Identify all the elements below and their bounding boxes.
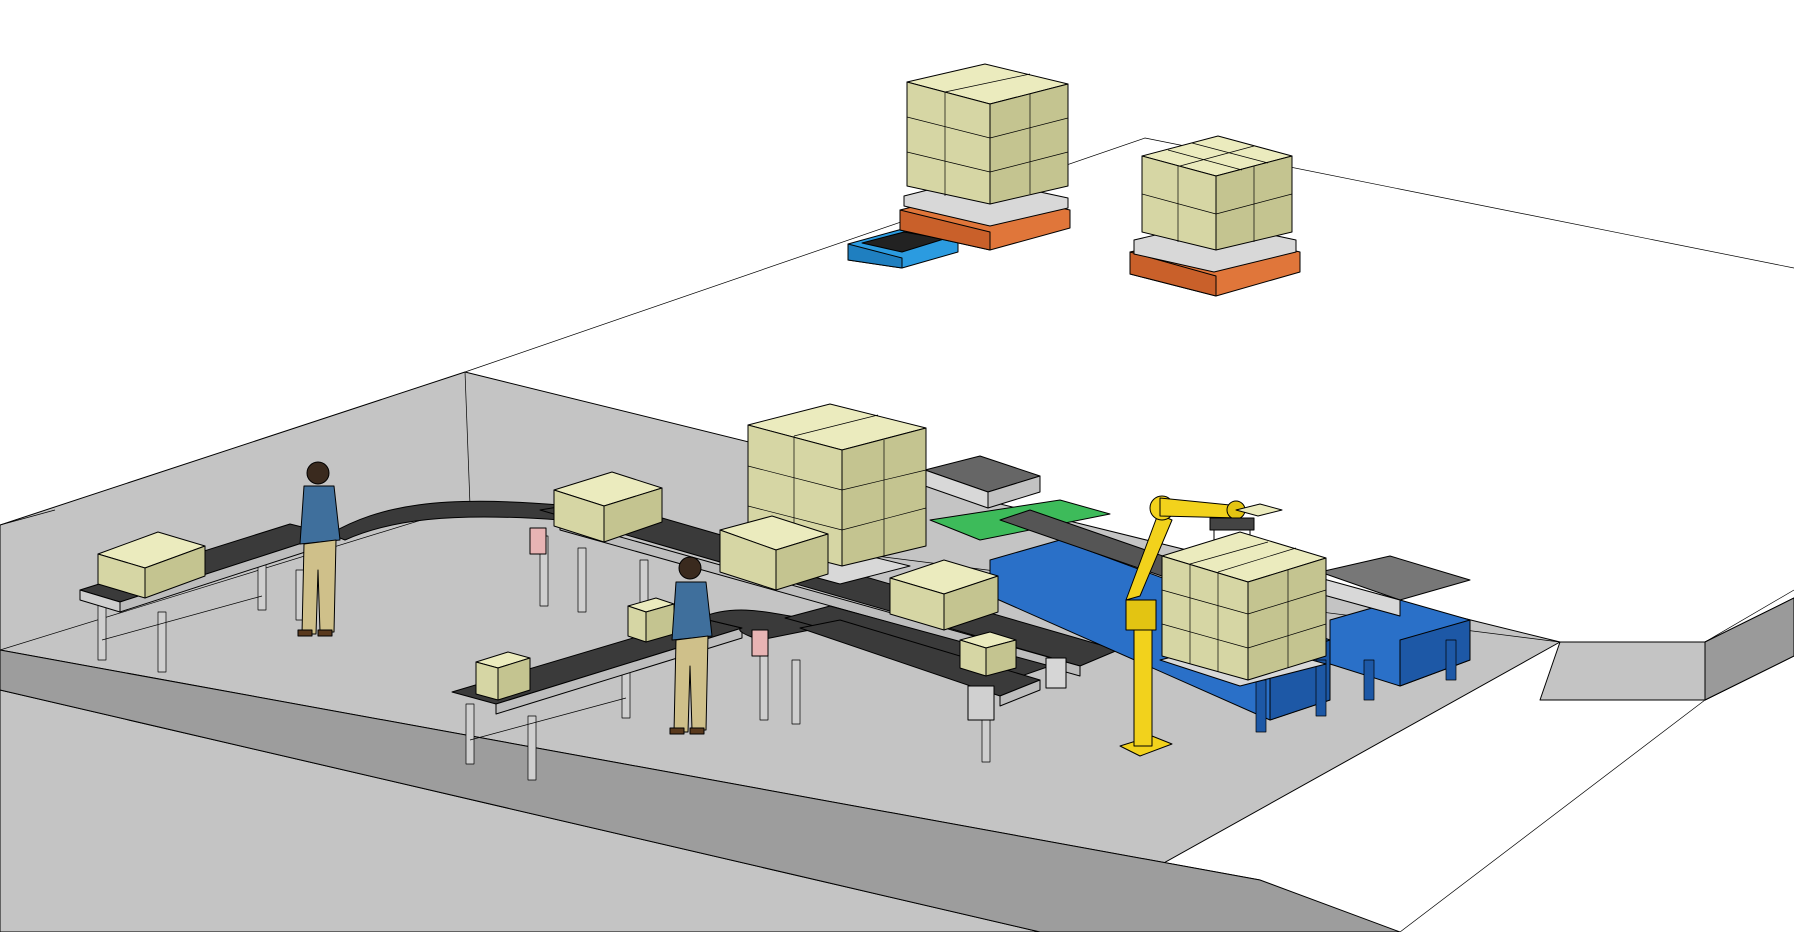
loaded-pallet xyxy=(924,455,1041,509)
control-box xyxy=(1045,657,1067,689)
worker xyxy=(669,556,713,735)
carton xyxy=(959,631,1017,677)
carton xyxy=(1235,503,1283,517)
carton xyxy=(475,651,531,701)
loaded-pallet xyxy=(1159,531,1327,687)
roller-conveyor xyxy=(1329,599,1471,701)
control-box xyxy=(529,527,547,555)
carton xyxy=(627,597,675,643)
agv xyxy=(847,227,959,269)
loaded-pallet xyxy=(899,63,1071,251)
palletizing-robot-arm xyxy=(1119,495,1255,757)
loaded-pallet xyxy=(1129,135,1301,297)
carton xyxy=(889,559,999,631)
carton xyxy=(97,531,206,599)
control-box xyxy=(751,629,769,657)
carton xyxy=(553,471,663,543)
worker xyxy=(297,461,341,637)
carton xyxy=(719,515,829,591)
